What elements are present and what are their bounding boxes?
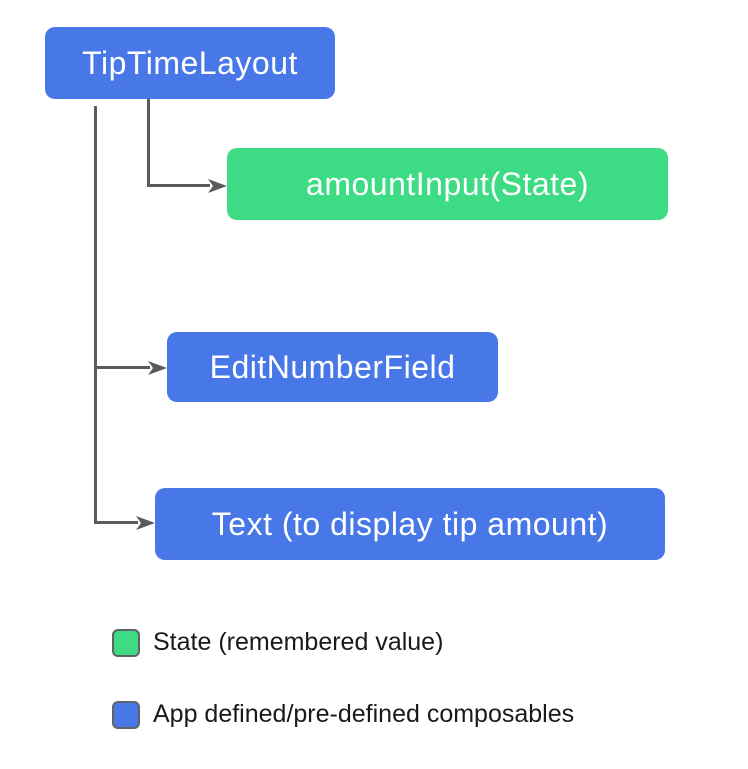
arrowhead-to-editnumberfield-icon (148, 360, 167, 375)
node-tiptimelayout: TipTimeLayout (45, 27, 335, 99)
legend-label-composables: App defined/pre-defined composables (153, 700, 575, 728)
legend-label-state: State (remembered value) (153, 628, 444, 656)
node-amountinput-state: amountInput(State) (227, 148, 668, 220)
node-editnumberfield: EditNumberField (167, 332, 498, 402)
legend-item-state: State (remembered value) (112, 628, 443, 657)
connector-horizontal-to-editnumberfield (94, 366, 150, 369)
connector-vertical-spine (94, 106, 97, 524)
connector-horizontal-to-amountinput (147, 184, 210, 187)
connector-horizontal-to-textdisplay (94, 521, 138, 524)
arrowhead-to-amountinput-icon (208, 178, 227, 193)
connector-vertical-to-amountinput (147, 99, 150, 187)
arrowhead-to-textdisplay-icon (136, 515, 155, 530)
legend-swatch-composable-blue (112, 700, 140, 729)
node-text-tip-amount: Text (to display tip amount) (155, 488, 665, 560)
legend-swatch-state-green (112, 628, 140, 657)
legend-item-composables: App defined/pre-defined composables (112, 700, 574, 729)
